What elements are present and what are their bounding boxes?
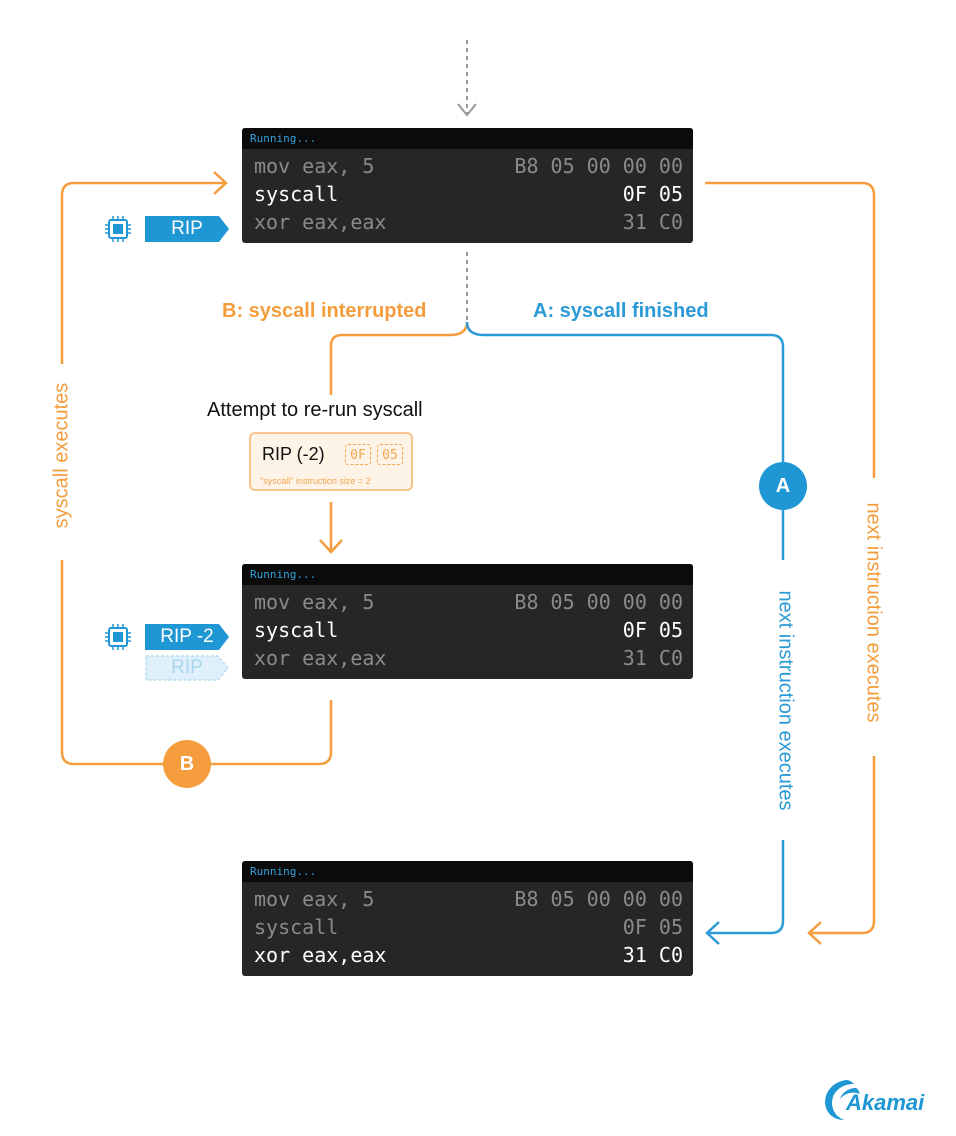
instruction-text: mov eax, 5 bbox=[254, 590, 375, 614]
instruction-text: xor eax,eax bbox=[254, 210, 387, 234]
instruction-text: mov eax, 5 bbox=[254, 154, 375, 178]
terminal-panel-1: Running... mov eax, 5 B8 05 00 00 00 sys… bbox=[242, 128, 693, 243]
code-row: mov eax, 5 B8 05 00 00 00 bbox=[242, 152, 693, 180]
branch-a-label: A: syscall finished bbox=[533, 300, 709, 322]
ghost-rip-badge: RIP bbox=[171, 657, 203, 678]
rip-adjust-note: RIP (-2) 0F 05 "syscall" instruction siz… bbox=[249, 432, 413, 491]
ghost-rip-outline bbox=[145, 655, 229, 681]
terminal-status: Running... bbox=[242, 128, 693, 149]
instruction-text: xor eax,eax bbox=[254, 646, 387, 670]
code-row: xor eax,eax 31 C0 bbox=[242, 644, 693, 679]
code-row: mov eax, 5 B8 05 00 00 00 bbox=[242, 588, 693, 616]
next-instruction-blue-label: next instruction executes bbox=[774, 590, 797, 811]
code-row: syscall 0F 05 bbox=[242, 913, 693, 941]
rip-badge: RIP bbox=[145, 216, 229, 242]
note-title: RIP (-2) bbox=[262, 444, 325, 464]
opcode-byte-05: 05 bbox=[377, 444, 403, 465]
syscall-executes-label: syscall executes bbox=[50, 382, 73, 529]
opcode-bytes: B8 05 00 00 00 bbox=[514, 887, 683, 911]
note-subtitle: "syscall" instruction size = 2 bbox=[260, 476, 371, 486]
instruction-text: xor eax,eax bbox=[254, 943, 387, 967]
rip-minus-2-badge: RIP -2 bbox=[145, 624, 229, 650]
marker-b: B bbox=[163, 740, 211, 788]
branch-b-label: B: syscall interrupted bbox=[222, 300, 427, 322]
opcode-bytes: B8 05 00 00 00 bbox=[514, 154, 683, 178]
instruction-text: syscall bbox=[254, 182, 339, 206]
opcode-bytes: 31 C0 bbox=[622, 210, 683, 234]
code-row: xor eax,eax 31 C0 bbox=[242, 208, 693, 243]
attempt-rerun-label: Attempt to re-run syscall bbox=[207, 399, 423, 421]
code-row: xor eax,eax 31 C0 bbox=[242, 941, 693, 976]
akamai-wave-icon bbox=[825, 1080, 860, 1120]
opcode-bytes: B8 05 00 00 00 bbox=[514, 590, 683, 614]
opcode-byte-0f: 0F bbox=[345, 444, 371, 465]
next-instruction-orange-label: next instruction executes bbox=[862, 502, 885, 723]
akamai-logo-text: Akamai bbox=[846, 1090, 925, 1115]
terminal-status: Running... bbox=[242, 564, 693, 585]
marker-a: A bbox=[759, 462, 807, 510]
opcode-bytes: 0F 05 bbox=[622, 618, 683, 642]
cpu-chip-icon bbox=[105, 624, 131, 650]
opcode-bytes: 0F 05 bbox=[622, 182, 683, 206]
terminal-status: Running... bbox=[242, 861, 693, 882]
code-row: mov eax, 5 B8 05 00 00 00 bbox=[242, 885, 693, 913]
instruction-text: syscall bbox=[254, 618, 339, 642]
terminal-panel-2: Running... mov eax, 5 B8 05 00 00 00 sys… bbox=[242, 564, 693, 679]
cpu-chip-icon bbox=[105, 216, 131, 242]
terminal-panel-3: Running... mov eax, 5 B8 05 00 00 00 sys… bbox=[242, 861, 693, 976]
code-row: syscall 0F 05 bbox=[242, 180, 693, 208]
opcode-bytes: 0F 05 bbox=[622, 915, 683, 939]
instruction-text: syscall bbox=[254, 915, 339, 939]
opcode-bytes: 31 C0 bbox=[622, 943, 683, 967]
instruction-text: mov eax, 5 bbox=[254, 887, 375, 911]
code-row: syscall 0F 05 bbox=[242, 616, 693, 644]
opcode-bytes: 31 C0 bbox=[622, 646, 683, 670]
